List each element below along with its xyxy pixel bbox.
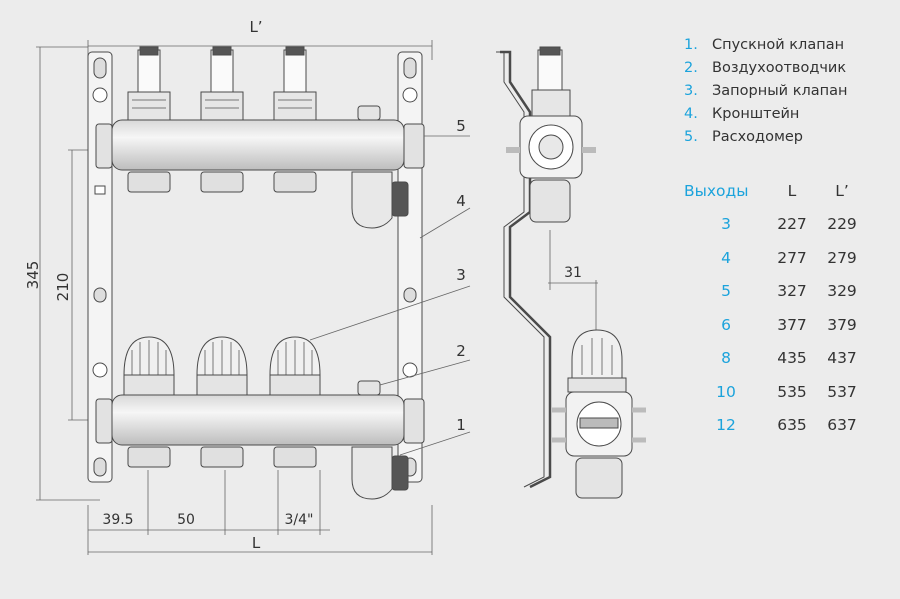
callout-2: 2 [456,342,466,360]
legend-item: 1.Спускной клапан [684,37,845,53]
dim-side-offset: 31 [564,265,582,281]
dim-height-inner: 210 [54,273,72,302]
dim-bottom-width: L [252,534,261,552]
dimension-lines [36,40,598,555]
dim-pitch: 50 [177,512,195,528]
table-row: 12 635 637 [716,416,857,435]
dim-top-width: L’ [249,18,262,36]
table-row: 5 327 329 [721,282,857,301]
flowmeter-2 [200,46,244,121]
leader-lines [309,135,471,456]
valve-cap-1 [123,336,175,396]
flowmeter-1 [127,46,171,121]
table-row: 10 535 537 [716,382,857,401]
parts-legend: 1.Спускной клапан 2.Воздухоотводчик 3.За… [684,34,847,149]
callout-4: 4 [456,192,466,210]
valve-cap-3 [269,336,321,396]
side-view [496,46,646,499]
front-view [87,46,425,500]
table-row: 6 377 379 [721,315,857,334]
callout-3: 3 [456,266,466,284]
dim-height-total: 345 [24,261,42,290]
table-row: 4 277 279 [721,248,857,267]
legend-item: 5.Расходомер [684,129,804,145]
legend-item: 4.Кронштейн [684,106,800,122]
legend-item: 3.Запорный клапан [684,83,848,99]
legend-item: 2.Воздухоотводчик [684,60,847,76]
callout-1: 1 [456,416,466,434]
dim-offset-first: 39.5 [102,512,133,528]
dim-thread: 3/4" [285,512,314,528]
dimensions-table: Выходы L L’ 3 227 229 4 277 279 5 327 32… [684,174,868,442]
table-row: 8 435 437 [721,349,857,368]
valve-cap-2 [196,336,248,396]
callout-5: 5 [456,117,466,135]
table-header: Выходы L L’ [684,181,849,200]
table-row: 3 227 229 [721,215,857,234]
flowmeter-3 [273,46,317,121]
